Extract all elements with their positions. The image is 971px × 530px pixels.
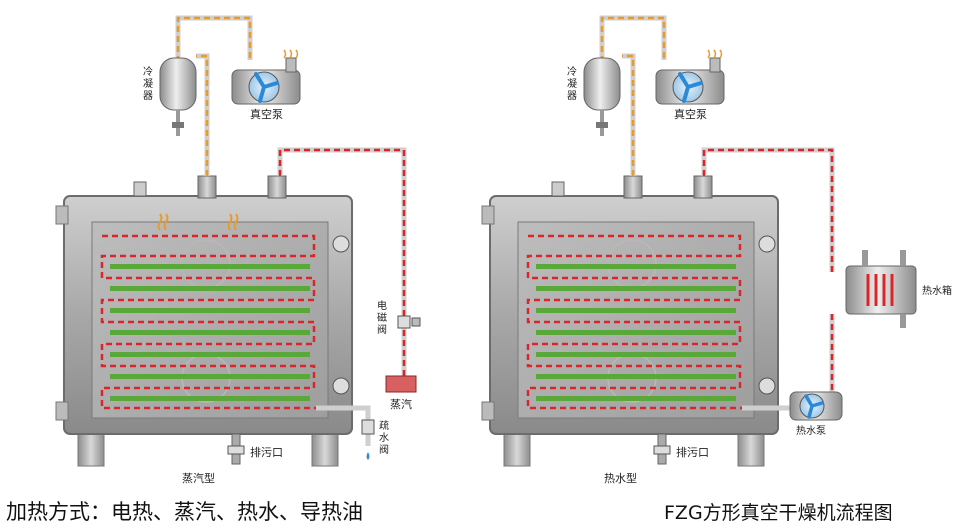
left-inlet-port bbox=[267, 175, 287, 199]
diagram-title: FZG方形真空干燥机流程图 bbox=[664, 502, 893, 524]
left-vacuum-pipe bbox=[175, 15, 253, 176]
right-handwheel-top bbox=[758, 235, 776, 253]
heating-methods-caption: 加热方式：电热、蒸汽、热水、导热油 bbox=[6, 500, 363, 524]
left-hinge-bottom bbox=[55, 401, 69, 421]
right-condenser-label: 冷凝器 bbox=[565, 65, 577, 102]
left-handwheel-top bbox=[332, 235, 350, 253]
right-leg-left bbox=[503, 429, 531, 467]
right-inlet-port bbox=[693, 175, 713, 199]
right-gauge-port bbox=[551, 181, 565, 197]
left-condenser-tank bbox=[159, 57, 197, 136]
hot-water-pump-icon bbox=[789, 391, 843, 421]
left-leg-right bbox=[311, 429, 339, 467]
right-condenser-tank bbox=[583, 57, 621, 136]
left-heat-icon bbox=[157, 213, 239, 231]
left-solenoid-valve-icon bbox=[397, 315, 421, 329]
left-hinge-top bbox=[55, 205, 69, 225]
left-vacuum-pump-icon bbox=[231, 49, 301, 105]
hot-water-tank-icon bbox=[845, 250, 917, 328]
left-type-label: 蒸汽型 bbox=[182, 471, 215, 485]
right-type-label: 热水型 bbox=[604, 471, 637, 485]
right-drain-label: 排污口 bbox=[676, 445, 709, 459]
right-vacuum-pipe bbox=[599, 15, 667, 176]
left-drain-valve-icon bbox=[227, 433, 245, 465]
right-hinge-bottom bbox=[481, 401, 495, 421]
left-condenser-label: 冷凝器 bbox=[141, 65, 153, 102]
left-drain-label: 排污口 bbox=[250, 445, 283, 459]
right-heating-coil bbox=[526, 234, 742, 410]
right-shelves bbox=[536, 264, 736, 401]
left-handwheel-bottom bbox=[332, 377, 350, 395]
hot-water-pump-label: 热水泵 bbox=[796, 424, 826, 437]
steam-source-icon bbox=[385, 375, 417, 393]
left-trap-valve-label: 疏水阀 bbox=[377, 419, 389, 456]
right-vacuum-pump-label: 真空泵 bbox=[674, 107, 707, 121]
left-steam-label: 蒸汽 bbox=[390, 397, 412, 411]
right-chamber-inner bbox=[517, 221, 755, 419]
left-leg-left bbox=[77, 429, 105, 467]
left-vacuum-pump-label: 真空泵 bbox=[250, 107, 283, 121]
left-unit: 冷凝器 真空泵 电磁阀 蒸汽 疏水阀 bbox=[55, 15, 421, 485]
left-solenoid-valve-label: 电磁阀 bbox=[375, 299, 387, 336]
left-steam-pipe bbox=[277, 147, 407, 376]
right-unit: 冷凝器 真空泵 热水箱 热水泵 bbox=[481, 15, 952, 485]
left-trap-valve-icon bbox=[361, 419, 375, 460]
left-heating-coil bbox=[100, 234, 316, 410]
left-gauge-port bbox=[133, 181, 147, 197]
right-handwheel-bottom bbox=[758, 377, 776, 395]
left-shelves bbox=[110, 264, 310, 401]
right-vacuum-pump-icon bbox=[655, 49, 725, 105]
left-chamber-inner bbox=[91, 221, 329, 419]
right-drain-valve-icon bbox=[653, 433, 671, 465]
left-vacuum-port bbox=[197, 175, 217, 199]
right-leg-right bbox=[737, 429, 765, 467]
right-vacuum-port bbox=[623, 175, 643, 199]
hot-water-tank-label: 热水箱 bbox=[922, 284, 952, 297]
right-hinge-top bbox=[481, 205, 495, 225]
